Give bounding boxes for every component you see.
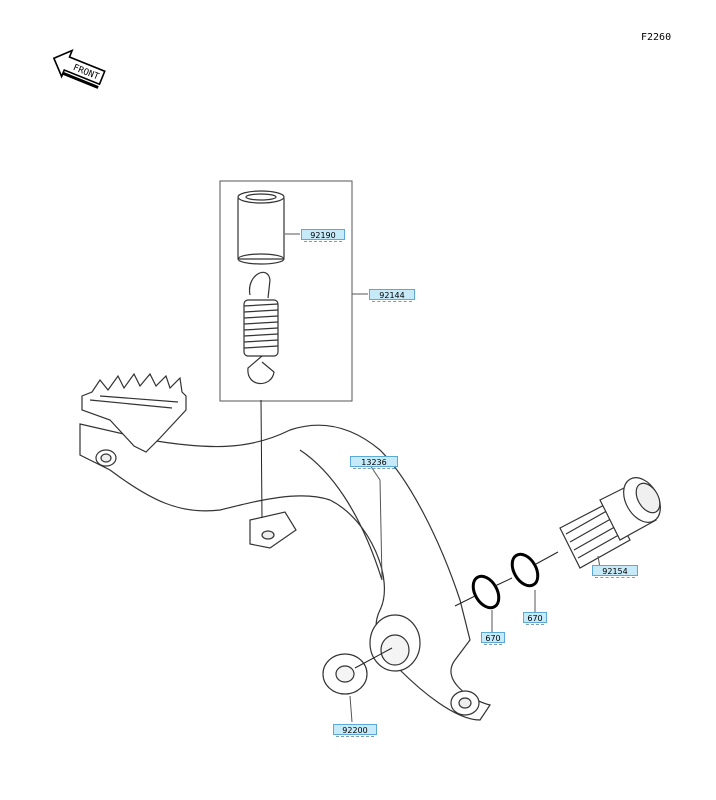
- spacer-part: [237, 190, 285, 265]
- pivot-bolt-part: [559, 477, 661, 569]
- callout-92154[interactable]: 92154: [592, 565, 638, 578]
- callout-92144[interactable]: 92144: [369, 289, 415, 302]
- callout-92200[interactable]: 92200: [333, 724, 377, 737]
- callout-13236[interactable]: 13236: [350, 456, 398, 469]
- brake-pedal-part: [79, 372, 491, 721]
- center-lines: [260, 399, 559, 669]
- spring-part: [243, 271, 279, 385]
- callout-670-left[interactable]: 670: [481, 632, 505, 645]
- callout-670-right[interactable]: 670: [523, 612, 547, 625]
- callout-92190[interactable]: 92190: [301, 229, 345, 242]
- front-arrow-icon: FRONT: [52, 49, 106, 89]
- figure-code: F2260: [641, 32, 672, 43]
- spring-group-box: [219, 180, 353, 402]
- oring-parts: [471, 552, 540, 610]
- washer-part: [322, 653, 368, 695]
